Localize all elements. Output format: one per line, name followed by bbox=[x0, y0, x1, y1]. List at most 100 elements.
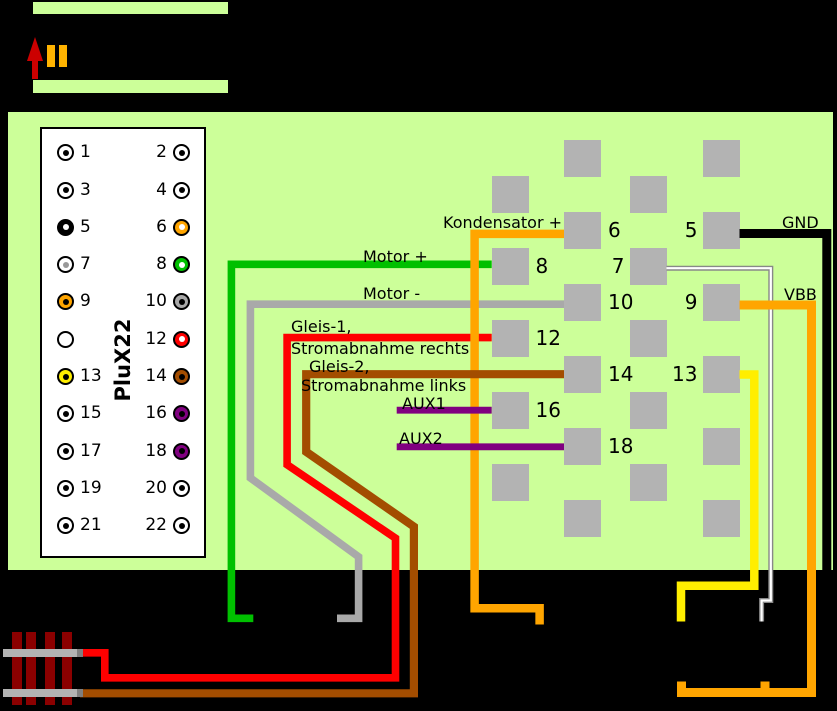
pin-dot-icon bbox=[62, 373, 69, 380]
pin-15-hole-icon bbox=[57, 405, 74, 423]
plux22-label: PluX22 bbox=[111, 318, 135, 402]
solder-pad bbox=[491, 464, 529, 501]
pin-1: 1 bbox=[57, 142, 91, 163]
pin-13: 13 bbox=[57, 368, 102, 385]
solder-pad-18 bbox=[564, 428, 601, 465]
solder-pad bbox=[564, 140, 601, 177]
motor-plus-wire bbox=[227, 260, 492, 623]
track-rail-tip bbox=[76, 689, 84, 698]
pin-number: 9 bbox=[80, 291, 91, 312]
pin-row: 21 22 bbox=[57, 517, 190, 535]
pin-4-hole-icon bbox=[173, 181, 190, 199]
pad-label-16: 16 bbox=[535, 398, 561, 422]
pin-3-hole-icon bbox=[57, 181, 74, 199]
track-rail-left bbox=[2, 689, 77, 698]
solder-pad-8 bbox=[491, 248, 529, 285]
solder-pad bbox=[564, 500, 601, 537]
pin-number: 1 bbox=[80, 142, 91, 163]
pin-12: 12 bbox=[145, 328, 190, 349]
pin-dot-icon bbox=[178, 522, 185, 529]
direction-arrow-icon bbox=[26, 37, 43, 61]
direction-symbol-bottom-bar bbox=[33, 80, 228, 93]
gleis2-wire bbox=[80, 370, 564, 698]
pin-dot-icon bbox=[178, 149, 185, 156]
pin-dot-icon bbox=[62, 261, 69, 268]
buffer-bar-icon bbox=[46, 45, 55, 67]
pin-17: 17 bbox=[57, 442, 102, 460]
pin-5-hole-icon bbox=[57, 218, 74, 236]
solder-pad-10 bbox=[564, 284, 601, 321]
track-rail-tip bbox=[76, 649, 84, 658]
pin-10: 10 bbox=[145, 291, 190, 312]
solder-pad bbox=[629, 176, 667, 213]
pin-3: 3 bbox=[57, 179, 91, 200]
pin-number: 18 bbox=[145, 440, 167, 461]
pin-11 bbox=[57, 330, 80, 348]
solder-pad-7 bbox=[629, 248, 667, 285]
kondensator-wire bbox=[470, 229, 564, 625]
pin-dot-icon bbox=[178, 373, 185, 380]
pad-label-9: 9 bbox=[684, 290, 698, 314]
buffer-bar-icon bbox=[59, 45, 67, 67]
pin-number: 21 bbox=[80, 515, 102, 536]
pin-5: 5 bbox=[57, 216, 91, 237]
pin-number: 5 bbox=[80, 216, 91, 237]
aux1-label: AUX1 bbox=[402, 394, 446, 413]
solder-pad bbox=[702, 428, 740, 465]
pin-21-hole-icon bbox=[57, 517, 74, 535]
gleis1-wire bbox=[80, 333, 492, 682]
pin-15: 15 bbox=[57, 405, 102, 423]
solder-pad-9 bbox=[702, 284, 740, 321]
pin-dot-icon bbox=[62, 187, 69, 193]
pin-number: 19 bbox=[80, 477, 102, 498]
solder-pad bbox=[702, 140, 740, 177]
pin-dot-icon bbox=[178, 336, 185, 343]
solder-pad bbox=[702, 500, 740, 537]
track-sleeper bbox=[25, 631, 36, 705]
pin-number: 12 bbox=[145, 328, 167, 349]
pin-dot-icon bbox=[62, 522, 69, 529]
pin-number: 13 bbox=[80, 366, 102, 386]
pin-dot-icon bbox=[178, 485, 185, 492]
pad-label-10: 10 bbox=[608, 290, 634, 314]
pin-19: 19 bbox=[57, 477, 102, 498]
white-output-wire bbox=[666, 267, 772, 622]
yellow-output-wire bbox=[676, 370, 759, 622]
pad-label-14: 14 bbox=[608, 362, 634, 386]
pin-dot-icon bbox=[62, 485, 69, 492]
pin-21: 21 bbox=[57, 515, 102, 536]
pin-10-hole-icon bbox=[173, 293, 190, 311]
pin-number: 3 bbox=[80, 179, 91, 200]
pin-number: 7 bbox=[80, 254, 91, 275]
pad-label-18: 18 bbox=[608, 434, 634, 458]
pin-19-hole-icon bbox=[57, 479, 74, 497]
pin-number: 10 bbox=[145, 291, 167, 312]
pin-16: 16 bbox=[145, 405, 190, 423]
pin-16-hole-icon bbox=[173, 405, 190, 423]
pin-dot-icon bbox=[178, 224, 185, 231]
pin-9: 9 bbox=[57, 291, 91, 312]
pin-17-hole-icon bbox=[57, 442, 74, 460]
pin-22: 22 bbox=[145, 517, 190, 535]
pin-8: 8 bbox=[156, 256, 190, 274]
kondensator-label: Kondensator + bbox=[443, 213, 563, 232]
pad-label-5: 5 bbox=[684, 218, 698, 242]
pin-dot-icon bbox=[178, 410, 185, 417]
solder-pad-13 bbox=[702, 356, 740, 393]
pin-number: 14 bbox=[145, 366, 167, 386]
pin-dot-icon bbox=[62, 224, 69, 231]
pin-dot-icon bbox=[178, 298, 185, 305]
pin-4: 4 bbox=[156, 181, 190, 199]
pin-6: 6 bbox=[156, 218, 190, 236]
pin-dot-icon bbox=[62, 410, 69, 417]
vbb-label: VBB bbox=[784, 284, 817, 304]
